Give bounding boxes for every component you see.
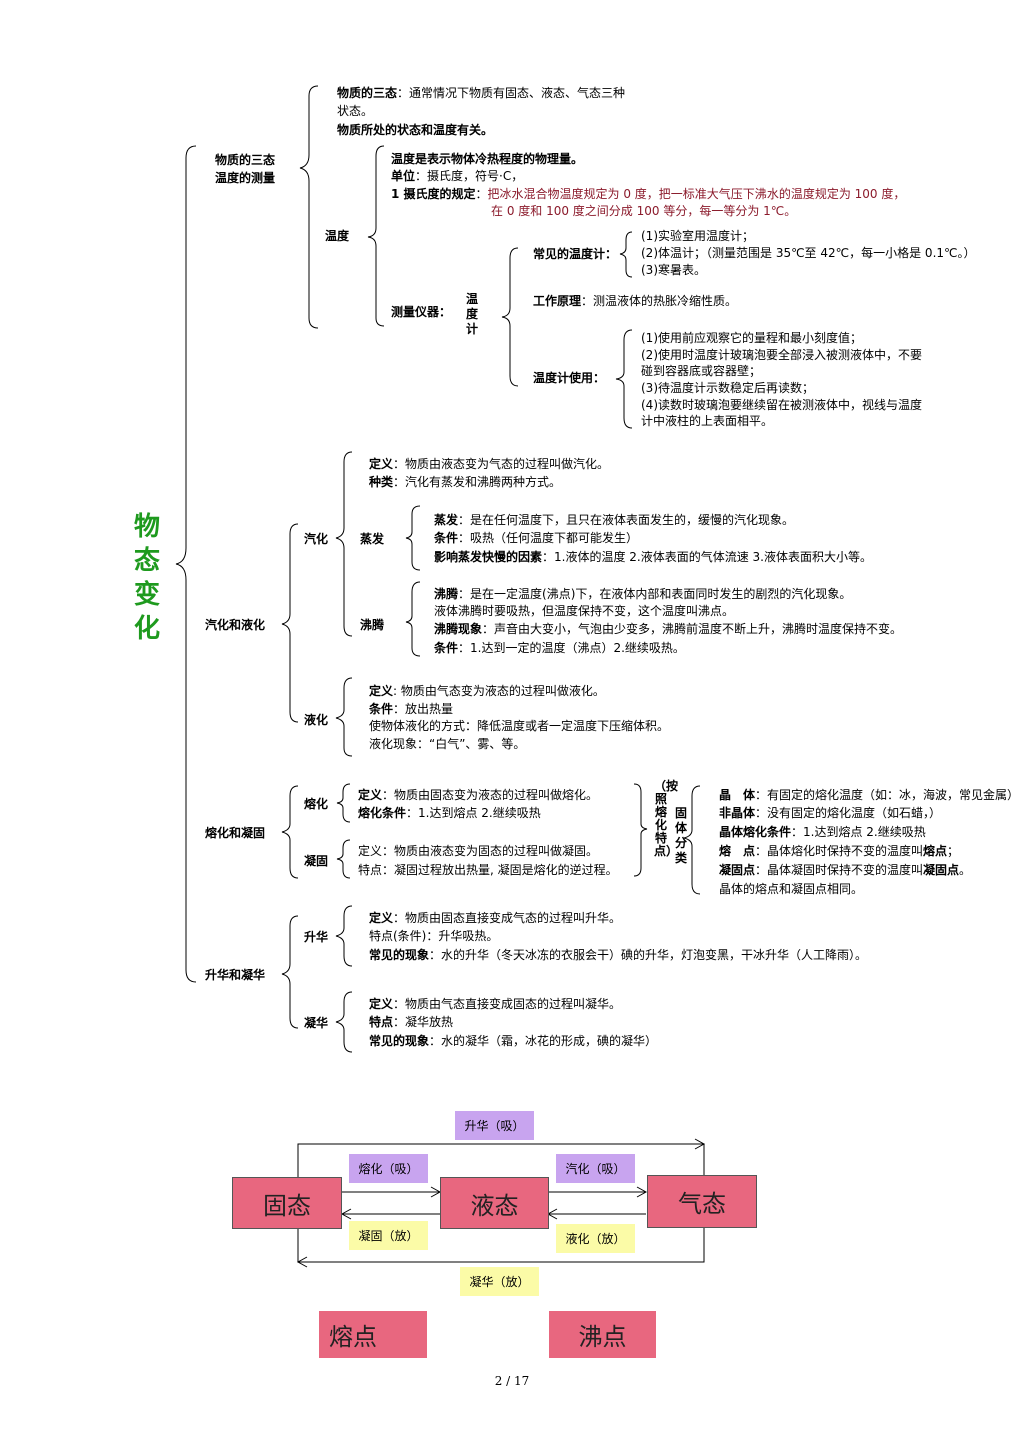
boiling-point-box: 沸点: [549, 1311, 656, 1358]
solid-2: 特点：凝固过程放出热量, 凝固是熔化的逆过程。: [358, 863, 618, 877]
solid-1: 定义：物质由液态变为固态的过程叫做凝固。: [358, 844, 599, 858]
common-item-1: (1)实验室用温度计；: [641, 229, 754, 243]
right-brace: [633, 783, 648, 877]
unit-line: 单位：摄氏度，符号·C，: [391, 169, 524, 183]
celsius-line2: 在 0 度和 100 度之间分成 100 等分，每一等分为 1℃。: [491, 204, 797, 218]
thermometer-vertical: 温度计: [465, 292, 478, 336]
sub-3: 常见的现象：水的升华（冬天冰冻的衣服会干）碘的升华，灯泡变黑，干冰升华（人工降雨…: [369, 948, 868, 962]
evap-1: 蒸发：是在任何温度下，且只在液体表面发生的，缓慢的汽化现象。: [434, 513, 795, 527]
boil-2: 液体沸腾时要吸热，但温度保持不变，这个温度叫沸点。: [434, 604, 735, 618]
vap-label: 汽化: [304, 532, 329, 546]
melt-brace: [336, 783, 351, 823]
cls-6: 晶体的熔点和凝固点相同。: [719, 882, 864, 896]
common-item-2: (2)体温计；（测量范围是 35℃至 42℃，每一小格是 0.1℃。）: [641, 246, 976, 260]
principle-line: 工作原理：测温液体的热胀冷缩性质。: [533, 294, 738, 308]
melting-label: 熔化（吸）: [349, 1154, 428, 1183]
vap-def: 定义：物质由液态变为气态的过程叫做汽化。: [369, 457, 610, 471]
s4-title: 升华和凝华: [205, 968, 266, 982]
usage-item-2: (2)使用时温度计玻璃泡要全部浸入被测液体中，不要: [641, 348, 923, 362]
liq-1: 定义: 物质由气态变为液态的过程叫做液化。: [369, 684, 605, 698]
boil-label: 沸腾: [360, 618, 385, 632]
solid-brace: [336, 839, 351, 879]
usage-label: 温度计使用：: [533, 371, 606, 385]
sub-2: 特点(条件)：升华吸热。: [369, 929, 499, 943]
celsius-line1: 1 摄氏度的规定：把冰水混合物温度规定为 0 度，把一标准大气压下沸水的温度规定…: [391, 187, 906, 201]
boil-brace: [405, 581, 421, 657]
liq-brace: [335, 677, 353, 757]
root-brace: [175, 145, 197, 983]
solid-state-box: 固态: [232, 1177, 342, 1229]
classify-brace: [683, 785, 701, 895]
s1-title-line2: 温度的测量: [215, 171, 276, 185]
boil-3: 沸腾现象：声音由大变小，气泡由少变多，沸腾前温度不断上升，沸腾时温度保持不变。: [434, 622, 903, 636]
dep-2: 特点：凝华放热: [369, 1015, 454, 1029]
melt-2: 熔化条件：1.达到熔点 2.继续吸热: [358, 806, 541, 820]
boil-1: 沸腾：是在一定温度(沸点)下，在液体内部和表面同时发生的剧烈的汽化现象。: [434, 587, 852, 601]
cls-5: 凝固点：晶体凝固时保持不变的温度叫凝固点。: [719, 863, 972, 877]
s4-brace: [281, 915, 299, 1029]
liq-2: 条件：放出热量: [369, 702, 454, 716]
states-line2: 状态。: [337, 104, 374, 118]
liq-3: 使物体液化的方式：降低温度或者一定温度下压缩体积。: [369, 719, 670, 733]
evap-3: 影响蒸发快慢的因素：1.液体的温度 2.液体表面的气体流速 3.液体表面积大小等…: [434, 550, 872, 564]
usage-brace: [615, 329, 633, 429]
evap-label: 蒸发: [360, 532, 385, 546]
gas-state-box: 气态: [647, 1175, 757, 1228]
cls-3: 晶体熔化条件：1.达到熔点 2.继续吸热: [719, 825, 926, 839]
evap-2: 条件：吸热（任何温度下都可能发生）: [434, 531, 639, 545]
liq-label: 液化: [304, 713, 329, 727]
deposition-label: 凝华（放）: [460, 1267, 539, 1296]
instrument-label: 测量仪器：: [391, 305, 452, 319]
cls-4: 熔 点：晶体熔化时保持不变的温度叫熔点；: [719, 844, 960, 858]
states-line: 物质的三态：通常情况下物质有固态、液态、气态三种: [337, 86, 626, 100]
s2-title: 汽化和液化: [205, 618, 266, 632]
sub-brace: [335, 905, 353, 967]
dep-brace: [335, 991, 353, 1053]
usage-item-5: (4)读数时玻璃泡要继续留在被测液体中，视线与温度: [641, 398, 923, 412]
s3-title: 熔化和凝固: [205, 826, 266, 840]
freezing-label: 凝固（放）: [349, 1221, 428, 1250]
sub-label: 升华: [304, 930, 329, 944]
sublimation-label: 升华（吸）: [455, 1111, 534, 1140]
usage-item-3: 碰到容器底或容器壁；: [641, 364, 762, 378]
classify-vertical: 固体分类: [674, 806, 687, 865]
condensation-label: 液化（放）: [556, 1224, 635, 1253]
vap-kind: 种类：汽化有蒸发和沸腾两种方式。: [369, 475, 562, 489]
s1-title-line1: 物质的三态: [215, 153, 276, 167]
vaporization-label: 汽化（吸）: [556, 1154, 635, 1183]
bracket-vertical: （按照熔化特点）: [654, 779, 679, 858]
liq-4: 液化现象：“白气”、雾、等。: [369, 737, 526, 751]
states-temp: 物质所处的状态和温度有关。: [337, 123, 494, 137]
sub-1: 定义：物质由固态直接变成气态的过程叫升华。: [369, 911, 622, 925]
usage-item-1: (1)使用前应观察它的量程和最小刻度值；: [641, 331, 862, 345]
page-number: 2 / 17: [494, 1374, 530, 1388]
dep-1: 定义：物质由气态直接变成固态的过程叫凝华。: [369, 997, 622, 1011]
vap-brace: [335, 451, 353, 637]
s2-brace: [281, 523, 299, 723]
melting-point-box: 熔点: [319, 1311, 427, 1358]
melt-label: 熔化: [304, 797, 329, 811]
evap-brace: [405, 505, 421, 571]
cls-1: 晶 体：有固定的熔化温度（如：冰，海波，常见金属）: [719, 788, 1020, 802]
common-label: 常见的温度计：: [533, 247, 618, 261]
common-brace: [619, 231, 633, 278]
dep-3: 常见的现象：水的凝华（霜，冰花的形成，碘的凝华）: [369, 1034, 658, 1048]
thermometer-brace: [501, 247, 519, 387]
melt-1: 定义：物质由固态变为液态的过程叫做熔化。: [358, 788, 599, 802]
solid-label: 凝固: [304, 854, 329, 868]
usage-item-4: (3)待温度计示数稳定后再读数；: [641, 381, 814, 395]
temp-def: 温度是表示物体冷热程度的物理量。: [391, 152, 584, 166]
cls-2: 非晶体：没有固定的熔化温度（如石蜡，）: [719, 806, 942, 820]
s3-brace: [281, 785, 299, 879]
boil-4: 条件：1.达到一定的温度（沸点）2.继续吸热。: [434, 641, 685, 655]
dep-label: 凝华: [304, 1016, 329, 1030]
usage-item-6: 计中液柱的上表面相平。: [641, 414, 774, 428]
temp-label: 温度: [325, 229, 350, 243]
liquid-state-box: 液态: [440, 1177, 549, 1229]
s1-brace: [299, 85, 319, 329]
temp-brace: [367, 145, 385, 327]
common-item-3: (3)寒暑表。: [641, 263, 706, 277]
root-title: 物态变化: [133, 512, 160, 644]
